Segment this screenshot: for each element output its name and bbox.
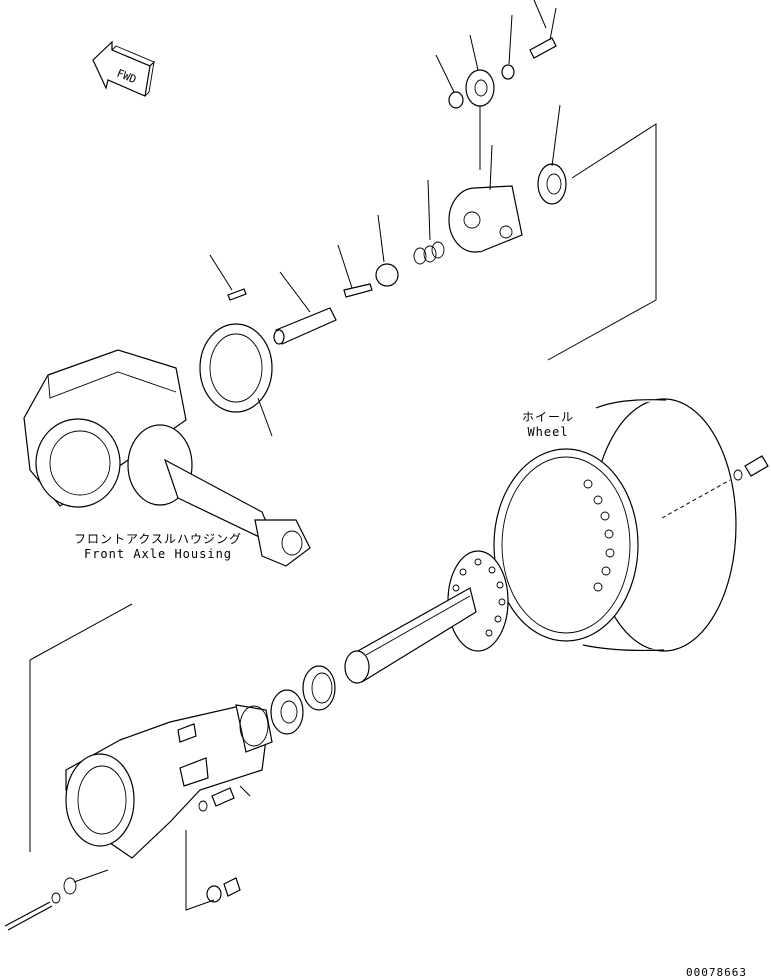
wheel-label-jp: ホイール xyxy=(521,410,574,424)
housing-label: フロントアクスルハウジング Front Axle Housing xyxy=(58,532,258,562)
housing-label-jp: フロントアクスルハウジング xyxy=(73,532,243,546)
front-axle-housing-part xyxy=(23,349,311,567)
fwd-arrow-icon: FWD xyxy=(92,40,155,97)
lower-group-bracket xyxy=(29,603,133,852)
bearing-part xyxy=(302,665,336,711)
wheel-bolt-holes xyxy=(583,479,615,592)
fitting-rod-part xyxy=(4,869,109,931)
wheel-bolt-part xyxy=(733,455,769,481)
bearing-nut-upper-part xyxy=(537,104,567,205)
washer-part-a xyxy=(435,54,464,109)
shims-part xyxy=(413,179,445,265)
washer-part-b xyxy=(501,14,515,80)
housing-label-en: Front Axle Housing xyxy=(83,547,233,561)
figure-number: 00078663 xyxy=(686,966,747,978)
flange-bolt-holes xyxy=(452,558,506,637)
wheel-label-en: Wheel xyxy=(527,425,569,439)
pin-part xyxy=(209,254,247,301)
ring-gear-part xyxy=(199,323,273,437)
upper-group-bracket xyxy=(547,123,657,361)
bolt-part xyxy=(337,244,373,298)
axle-housing-tube-part xyxy=(65,704,273,859)
lock-nut-part xyxy=(270,689,304,735)
planet-pin-part xyxy=(529,0,557,59)
planet-gear-part xyxy=(465,34,495,170)
thrust-washer-part xyxy=(375,214,399,287)
lower-bolt-part xyxy=(198,785,251,812)
planet-carrier-part xyxy=(448,144,523,253)
wheel-part xyxy=(493,398,737,652)
wheel-label: ホイール Wheel xyxy=(508,410,588,440)
nut-part-lower xyxy=(206,877,241,903)
lower-fitting-bracket xyxy=(185,830,215,911)
axle-shaft-part xyxy=(344,550,509,684)
sun-gear-shaft-part xyxy=(273,271,337,345)
